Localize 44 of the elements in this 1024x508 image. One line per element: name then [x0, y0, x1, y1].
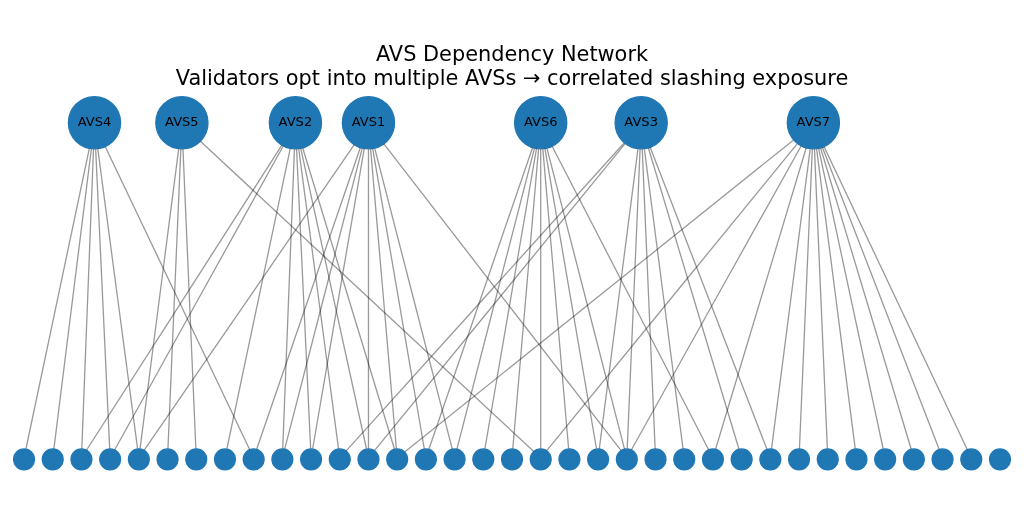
node-circle	[960, 447, 983, 470]
node-circle	[644, 447, 667, 470]
node-circle: AVS3	[614, 95, 668, 149]
node-circle	[902, 447, 925, 470]
node-circle	[500, 447, 524, 470]
node-circle	[443, 447, 466, 470]
node-circle: AVS2	[268, 95, 323, 149]
node-circle	[41, 447, 64, 470]
node-circle	[931, 447, 954, 470]
node-circle	[127, 447, 150, 470]
node-circle	[300, 447, 323, 470]
diagram-title: AVS Dependency Network	[375, 41, 649, 66]
node-circle	[558, 447, 581, 470]
node-circle	[357, 447, 380, 470]
node-circle	[99, 447, 122, 470]
node-circle	[701, 447, 724, 470]
node-circle	[12, 447, 36, 470]
node-circle	[328, 447, 351, 470]
node-circle	[156, 447, 179, 470]
node-circle	[587, 447, 610, 470]
node-circle	[414, 447, 437, 470]
node-circle	[472, 447, 495, 470]
node-circle: AVS1	[341, 95, 396, 149]
node-circle	[529, 447, 552, 470]
node-circle	[213, 447, 237, 470]
node-circle: AVS5	[155, 95, 209, 149]
node-circle: AVS6	[513, 95, 568, 149]
caption: Validators opt into multiple AVSs → correlated slashing exposure	[175, 65, 849, 90]
node-circle	[673, 447, 696, 470]
node-circle	[845, 447, 868, 470]
node-circle	[759, 447, 782, 470]
node-circle	[615, 447, 638, 470]
node-circle	[386, 447, 409, 470]
node-circle	[816, 447, 839, 470]
node-circle	[185, 447, 208, 470]
node-circle	[874, 447, 897, 470]
node-circle	[988, 447, 1012, 470]
node-circle: AVS7	[786, 95, 841, 149]
node-circle	[70, 447, 93, 470]
node-circle	[242, 447, 265, 470]
node-circle	[730, 447, 753, 470]
node-circle	[271, 447, 294, 470]
node-circle	[787, 447, 811, 470]
node-circle: AVS4	[67, 95, 122, 149]
